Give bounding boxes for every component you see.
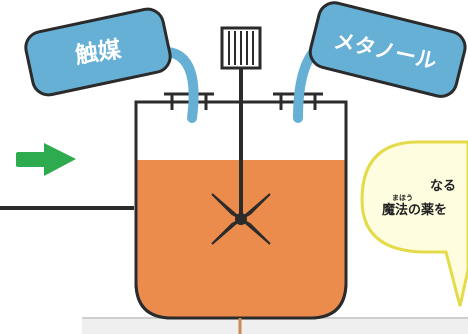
catalyst-tank-label: 触媒 <box>73 36 123 69</box>
bubble-line-1: なる <box>430 179 456 194</box>
base-strip <box>82 318 468 334</box>
agitator-impeller <box>211 193 271 245</box>
bubble-ruby: まほう <box>392 193 413 202</box>
bubble-line-2: 魔法の薬を <box>382 202 447 218</box>
methanol-tank: メタノール <box>308 1 467 98</box>
right-arrow-icon <box>16 143 76 176</box>
reactor-liquid <box>137 160 345 317</box>
speech-bubble: まほう なる 魔法の薬を <box>360 140 468 307</box>
feed-stream-catalyst <box>163 47 199 123</box>
catalyst-tank: 触媒 <box>24 7 172 97</box>
agitator-motor-icon <box>220 26 262 70</box>
